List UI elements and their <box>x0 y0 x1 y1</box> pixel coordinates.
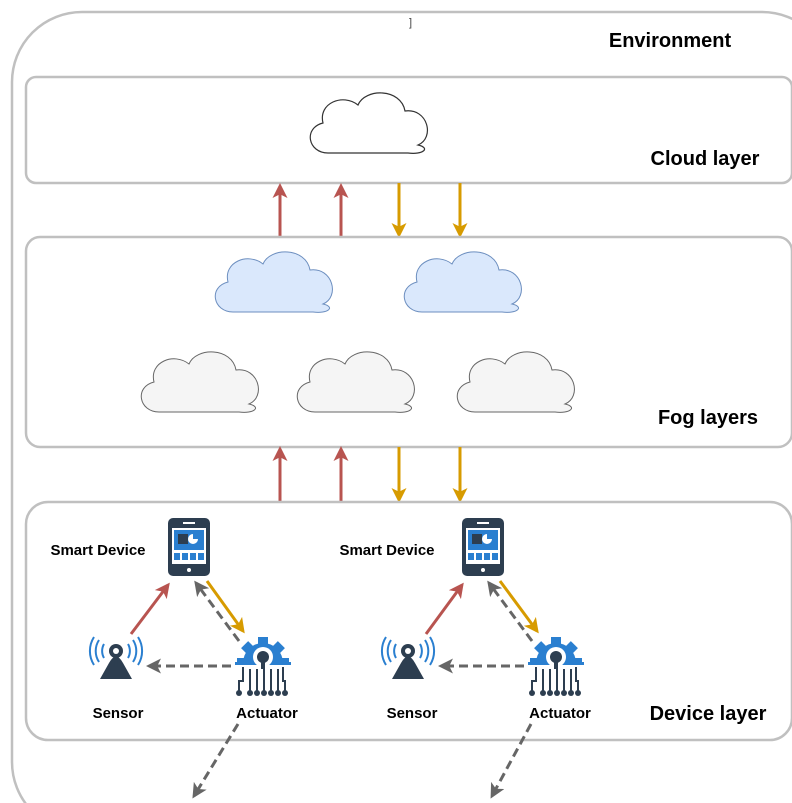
sensor-to-device-arrow <box>424 582 464 635</box>
actuator-output-arrow <box>192 723 240 799</box>
sensor-label: Sensor <box>93 705 144 722</box>
cloud-icon <box>309 92 429 154</box>
actuator-label: Actuator <box>529 705 591 722</box>
smart-device-label: Smart Device <box>50 542 145 559</box>
smart-device-icon <box>168 518 210 576</box>
smart-device-icon <box>462 518 504 576</box>
actuator-icon <box>232 636 294 704</box>
smart-device-label: Smart Device <box>339 542 434 559</box>
actuator-icon <box>525 636 587 704</box>
stray-mark: ] <box>409 17 412 29</box>
fog-node-cloud-icon <box>214 251 333 313</box>
actuator-output-arrow <box>490 723 533 799</box>
actuator-label: Actuator <box>236 705 298 722</box>
cloud-layer-box <box>24 75 792 185</box>
cloud-layer-label: Cloud layer <box>651 148 760 170</box>
sensor-icon <box>380 636 436 680</box>
actuator-to-device-arrow <box>194 580 241 642</box>
sensor-to-device-arrow <box>129 582 170 635</box>
device-to-actuator-arrow <box>205 580 245 634</box>
device-group: Smart Device Sensor Actuator <box>339 518 591 799</box>
device-group: Smart Device Sensor Actuator <box>50 518 298 799</box>
sensor-label: Sensor <box>387 705 438 722</box>
fog-node-cloud-icon <box>403 251 522 313</box>
device-to-actuator-arrow <box>498 580 539 634</box>
environment-container <box>10 10 792 803</box>
environment-label: Environment <box>609 30 732 52</box>
fog-node-cloud-icon <box>296 351 415 413</box>
fog-layer-label: Fog layers <box>658 407 758 429</box>
fog-node-cloud-icon <box>140 351 259 413</box>
fog-node-cloud-icon <box>456 351 575 413</box>
device-layer-label: Device layer <box>650 703 767 725</box>
device-layer-box <box>24 500 792 742</box>
sensor-icon <box>88 636 144 680</box>
fog-layer-box <box>24 235 792 449</box>
actuator-to-device-arrow <box>487 580 534 642</box>
